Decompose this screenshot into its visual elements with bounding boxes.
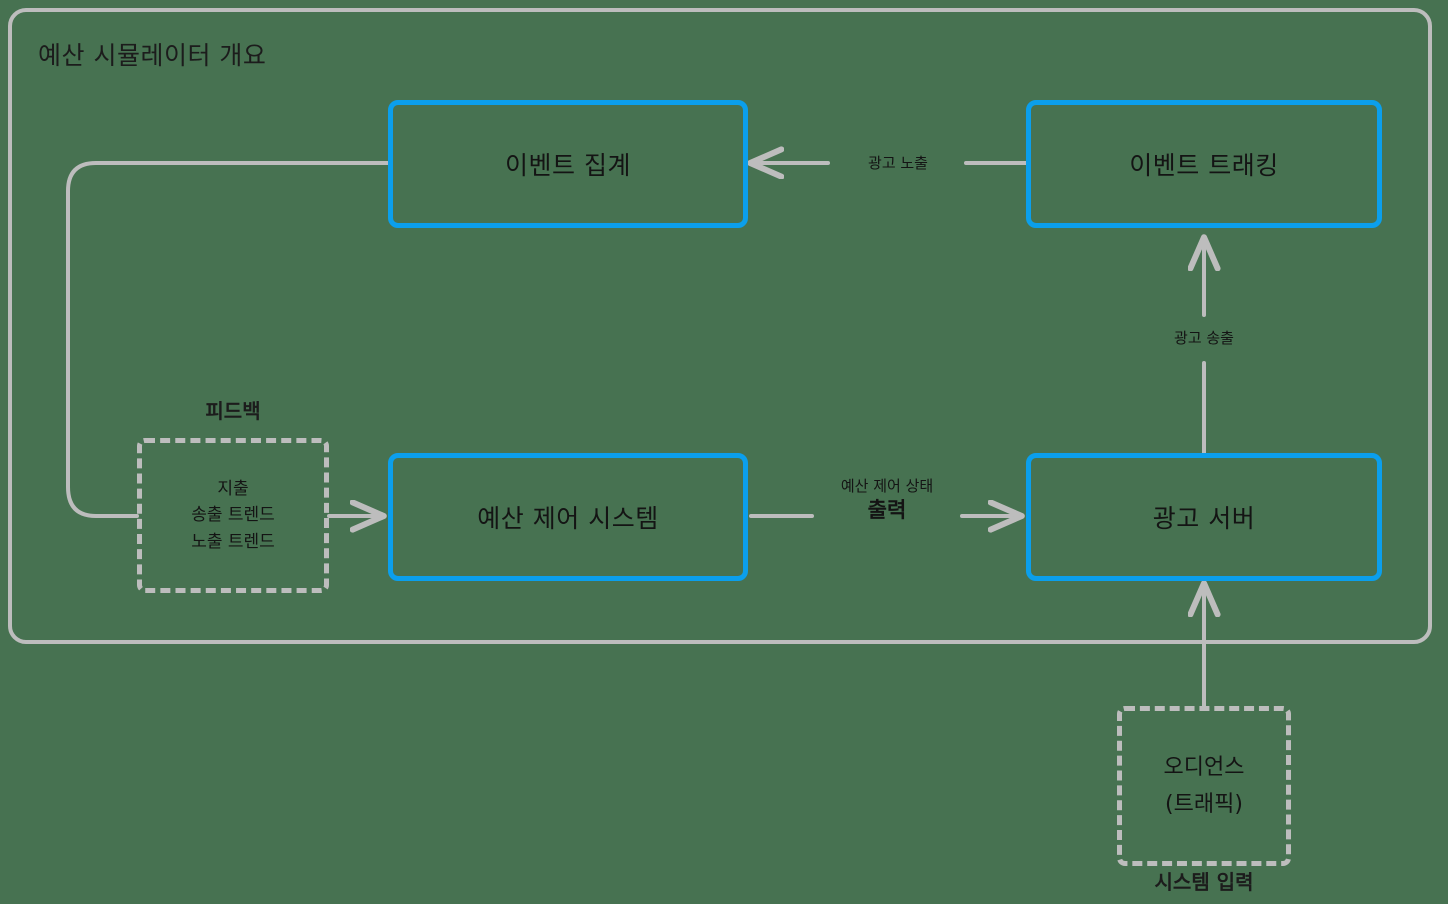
node-event-tracking[interactable]: 이벤트 트래킹: [1026, 100, 1382, 228]
node-event-tracking-label: 이벤트 트래킹: [1129, 151, 1279, 180]
system-boundary-frame: [8, 8, 1432, 644]
node-ad-server-label: 광고 서버: [1152, 504, 1256, 533]
edge-label-ad-impression: 광고 노출: [868, 154, 928, 172]
edge-label-ad-delivery: 광고 송출: [1174, 329, 1234, 347]
node-budget-control-system-label: 예산 제어 시스템: [477, 504, 659, 533]
edge-label-budget-control-state-main: 출력: [867, 498, 907, 523]
page-title: 예산 시뮬레이터 개요: [38, 41, 267, 70]
node-ad-server[interactable]: 광고 서버: [1026, 453, 1382, 581]
node-event-aggregation-label: 이벤트 집계: [505, 151, 631, 180]
audience-line-2: (트래픽): [1165, 792, 1243, 817]
audience-line-1: 오디언스: [1163, 754, 1245, 780]
feedback-line-3: 노출 트렌드: [191, 531, 275, 552]
node-feedback[interactable]: 지출 송출 트렌드 노출 트렌드: [137, 438, 329, 593]
feedback-line-2: 송출 트렌드: [191, 505, 275, 526]
feedback-line-1: 지출: [217, 478, 249, 499]
node-audience[interactable]: 오디언스 (트래픽): [1117, 706, 1291, 866]
edge-label-budget-control-state: 예산 제어 상태 출력: [812, 476, 962, 525]
feedback-group-caption: 피드백: [205, 399, 261, 423]
audience-group-caption: 시스템 입력: [1154, 870, 1254, 894]
edge-label-budget-control-state-sub: 예산 제어 상태: [840, 477, 934, 495]
node-budget-control-system[interactable]: 예산 제어 시스템: [388, 453, 748, 581]
node-event-aggregation[interactable]: 이벤트 집계: [388, 100, 748, 228]
